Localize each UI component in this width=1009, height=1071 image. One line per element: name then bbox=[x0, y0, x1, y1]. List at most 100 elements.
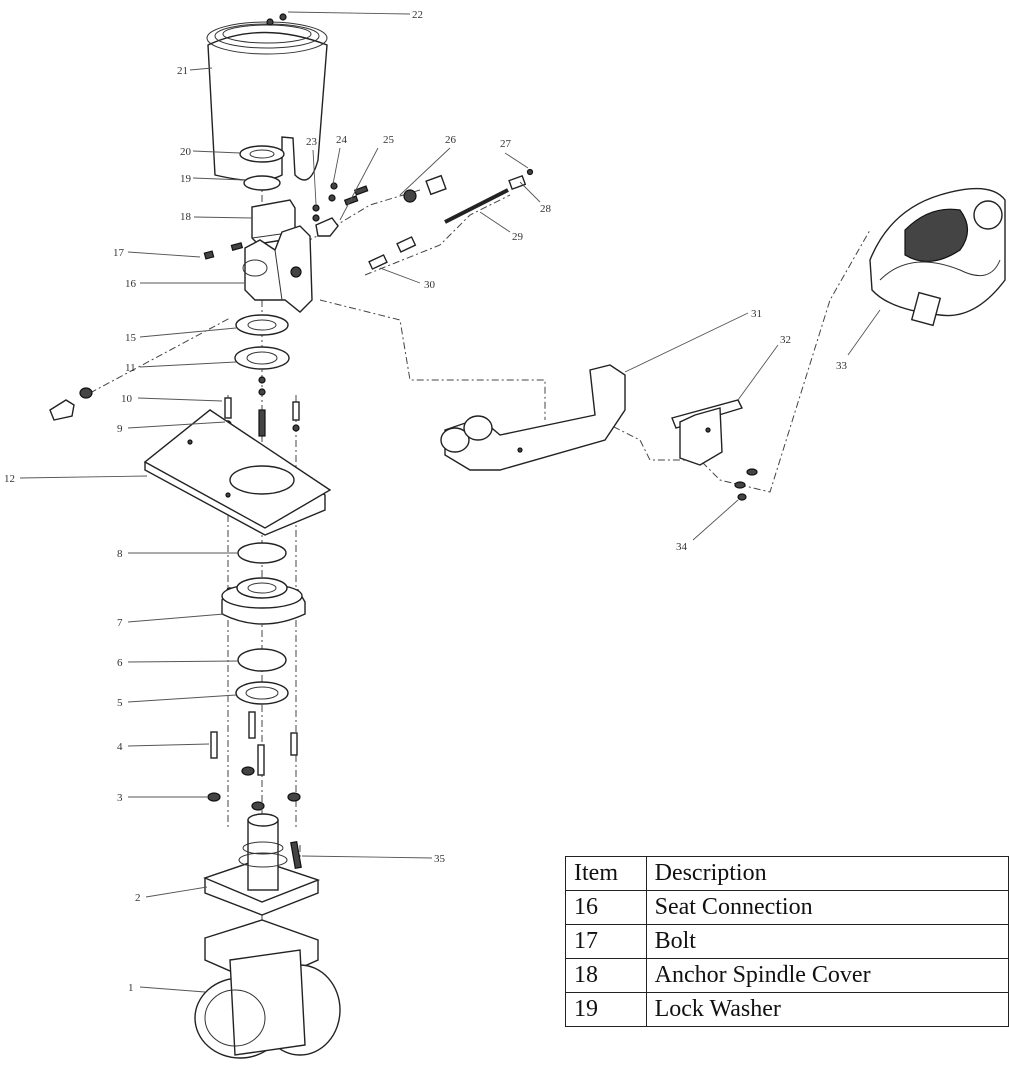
callout-6: 6 bbox=[117, 657, 239, 669]
callout-31: 31 bbox=[624, 308, 762, 373]
svg-text:27: 27 bbox=[500, 138, 512, 150]
svg-text:17: 17 bbox=[113, 247, 125, 259]
part-8-ring bbox=[237, 542, 287, 564]
callout-8: 8 bbox=[117, 548, 238, 560]
parts-table: Item Description 16 Seat Connection 17 B… bbox=[565, 856, 1009, 1027]
svg-text:20: 20 bbox=[180, 146, 192, 158]
callout-27: 27 bbox=[500, 138, 529, 169]
callout-30: 30 bbox=[379, 267, 436, 291]
svg-text:34: 34 bbox=[676, 541, 688, 553]
svg-text:2: 2 bbox=[135, 892, 141, 904]
row-item: 18 bbox=[565, 958, 647, 993]
callout-24: 24 bbox=[332, 134, 348, 185]
callout-15: 15 bbox=[125, 327, 237, 344]
part-3-washers bbox=[207, 766, 301, 811]
callout-9: 9 bbox=[117, 421, 226, 435]
svg-text:24: 24 bbox=[336, 134, 348, 146]
svg-text:21: 21 bbox=[177, 65, 188, 77]
callout-11: 11 bbox=[125, 361, 237, 374]
svg-text:5: 5 bbox=[117, 697, 123, 709]
svg-text:10: 10 bbox=[121, 393, 133, 405]
svg-text:6: 6 bbox=[117, 657, 123, 669]
table-row: 19 Lock Washer bbox=[565, 992, 1009, 1027]
row-item: 17 bbox=[565, 924, 647, 959]
row-item: 16 bbox=[565, 890, 647, 925]
svg-text:1: 1 bbox=[128, 982, 134, 994]
callout-34: 34 bbox=[676, 499, 739, 553]
callout-32: 32 bbox=[737, 334, 791, 401]
callout-12: 12 bbox=[4, 473, 148, 485]
row-description: Anchor Spindle Cover bbox=[645, 958, 1009, 993]
part-7-housing bbox=[221, 577, 306, 625]
svg-text:9: 9 bbox=[117, 423, 123, 435]
svg-text:15: 15 bbox=[125, 332, 137, 344]
callout-1: 1 bbox=[128, 982, 206, 994]
svg-text:32: 32 bbox=[780, 334, 791, 346]
svg-text:3: 3 bbox=[117, 792, 123, 804]
svg-text:25: 25 bbox=[383, 134, 395, 146]
part-31-arm bbox=[440, 364, 626, 471]
row-item: 19 bbox=[565, 992, 647, 1027]
row-description: Bolt bbox=[645, 924, 1009, 959]
svg-text:33: 33 bbox=[836, 360, 848, 372]
callout-3: 3 bbox=[117, 792, 207, 804]
svg-text:4: 4 bbox=[117, 741, 123, 753]
part-12-base-plate bbox=[143, 409, 332, 536]
svg-text:28: 28 bbox=[540, 203, 552, 215]
callout-35: 35 bbox=[301, 853, 446, 865]
callout-23: 23 bbox=[306, 136, 318, 205]
part-16-seat-connection bbox=[242, 225, 313, 313]
small-fasteners bbox=[49, 174, 447, 437]
svg-text:16: 16 bbox=[125, 278, 137, 290]
part-4-bolts bbox=[210, 711, 298, 776]
svg-text:31: 31 bbox=[751, 308, 762, 320]
part-29-shaft bbox=[444, 168, 534, 224]
part-2-spindle-plate bbox=[203, 813, 321, 916]
part-20-washer bbox=[239, 145, 285, 163]
svg-text:35: 35 bbox=[434, 853, 446, 865]
part-33-handle bbox=[869, 187, 1006, 327]
part-34-bolts bbox=[734, 468, 758, 501]
part-1-wheel-bracket bbox=[194, 919, 341, 1059]
callout-16: 16 bbox=[125, 278, 245, 290]
table-row: 17 Bolt bbox=[565, 924, 1009, 959]
svg-text:18: 18 bbox=[180, 211, 192, 223]
callout-22: 22 bbox=[287, 9, 423, 21]
svg-text:7: 7 bbox=[117, 617, 123, 629]
callout-33: 33 bbox=[836, 309, 881, 372]
part-32-bracket bbox=[671, 399, 743, 466]
callout-28: 28 bbox=[519, 181, 552, 215]
svg-text:22: 22 bbox=[412, 9, 423, 21]
row-description: Lock Washer bbox=[645, 992, 1009, 1027]
callout-29: 29 bbox=[479, 211, 524, 243]
svg-text:19: 19 bbox=[180, 173, 192, 185]
callout-19: 19 bbox=[180, 173, 246, 185]
svg-text:11: 11 bbox=[125, 362, 136, 374]
callout-10: 10 bbox=[121, 393, 223, 405]
table-header-row: Item Description bbox=[565, 856, 1009, 891]
part-19-lock-washer bbox=[243, 175, 281, 191]
callout-20: 20 bbox=[180, 146, 241, 158]
part-11-ring bbox=[234, 346, 290, 370]
svg-text:26: 26 bbox=[445, 134, 457, 146]
header-item: Item bbox=[565, 856, 647, 891]
callout-21: 21 bbox=[177, 65, 213, 77]
callout-17: 17 bbox=[113, 247, 201, 259]
svg-text:29: 29 bbox=[512, 231, 524, 243]
svg-text:12: 12 bbox=[4, 473, 15, 485]
svg-text:8: 8 bbox=[117, 548, 123, 560]
callout-7: 7 bbox=[117, 613, 225, 629]
part-15-ring bbox=[235, 314, 289, 336]
table-row: 16 Seat Connection bbox=[565, 890, 1009, 925]
part-5-ring bbox=[235, 681, 289, 705]
part-6-ring bbox=[237, 648, 287, 672]
callout-4: 4 bbox=[117, 741, 210, 753]
callout-18: 18 bbox=[180, 211, 253, 223]
callout-26: 26 bbox=[399, 134, 457, 196]
header-description: Description bbox=[645, 856, 1009, 891]
svg-text:23: 23 bbox=[306, 136, 318, 148]
svg-text:30: 30 bbox=[424, 279, 436, 291]
callout-25: 25 bbox=[339, 134, 395, 221]
callout-5: 5 bbox=[117, 694, 237, 709]
